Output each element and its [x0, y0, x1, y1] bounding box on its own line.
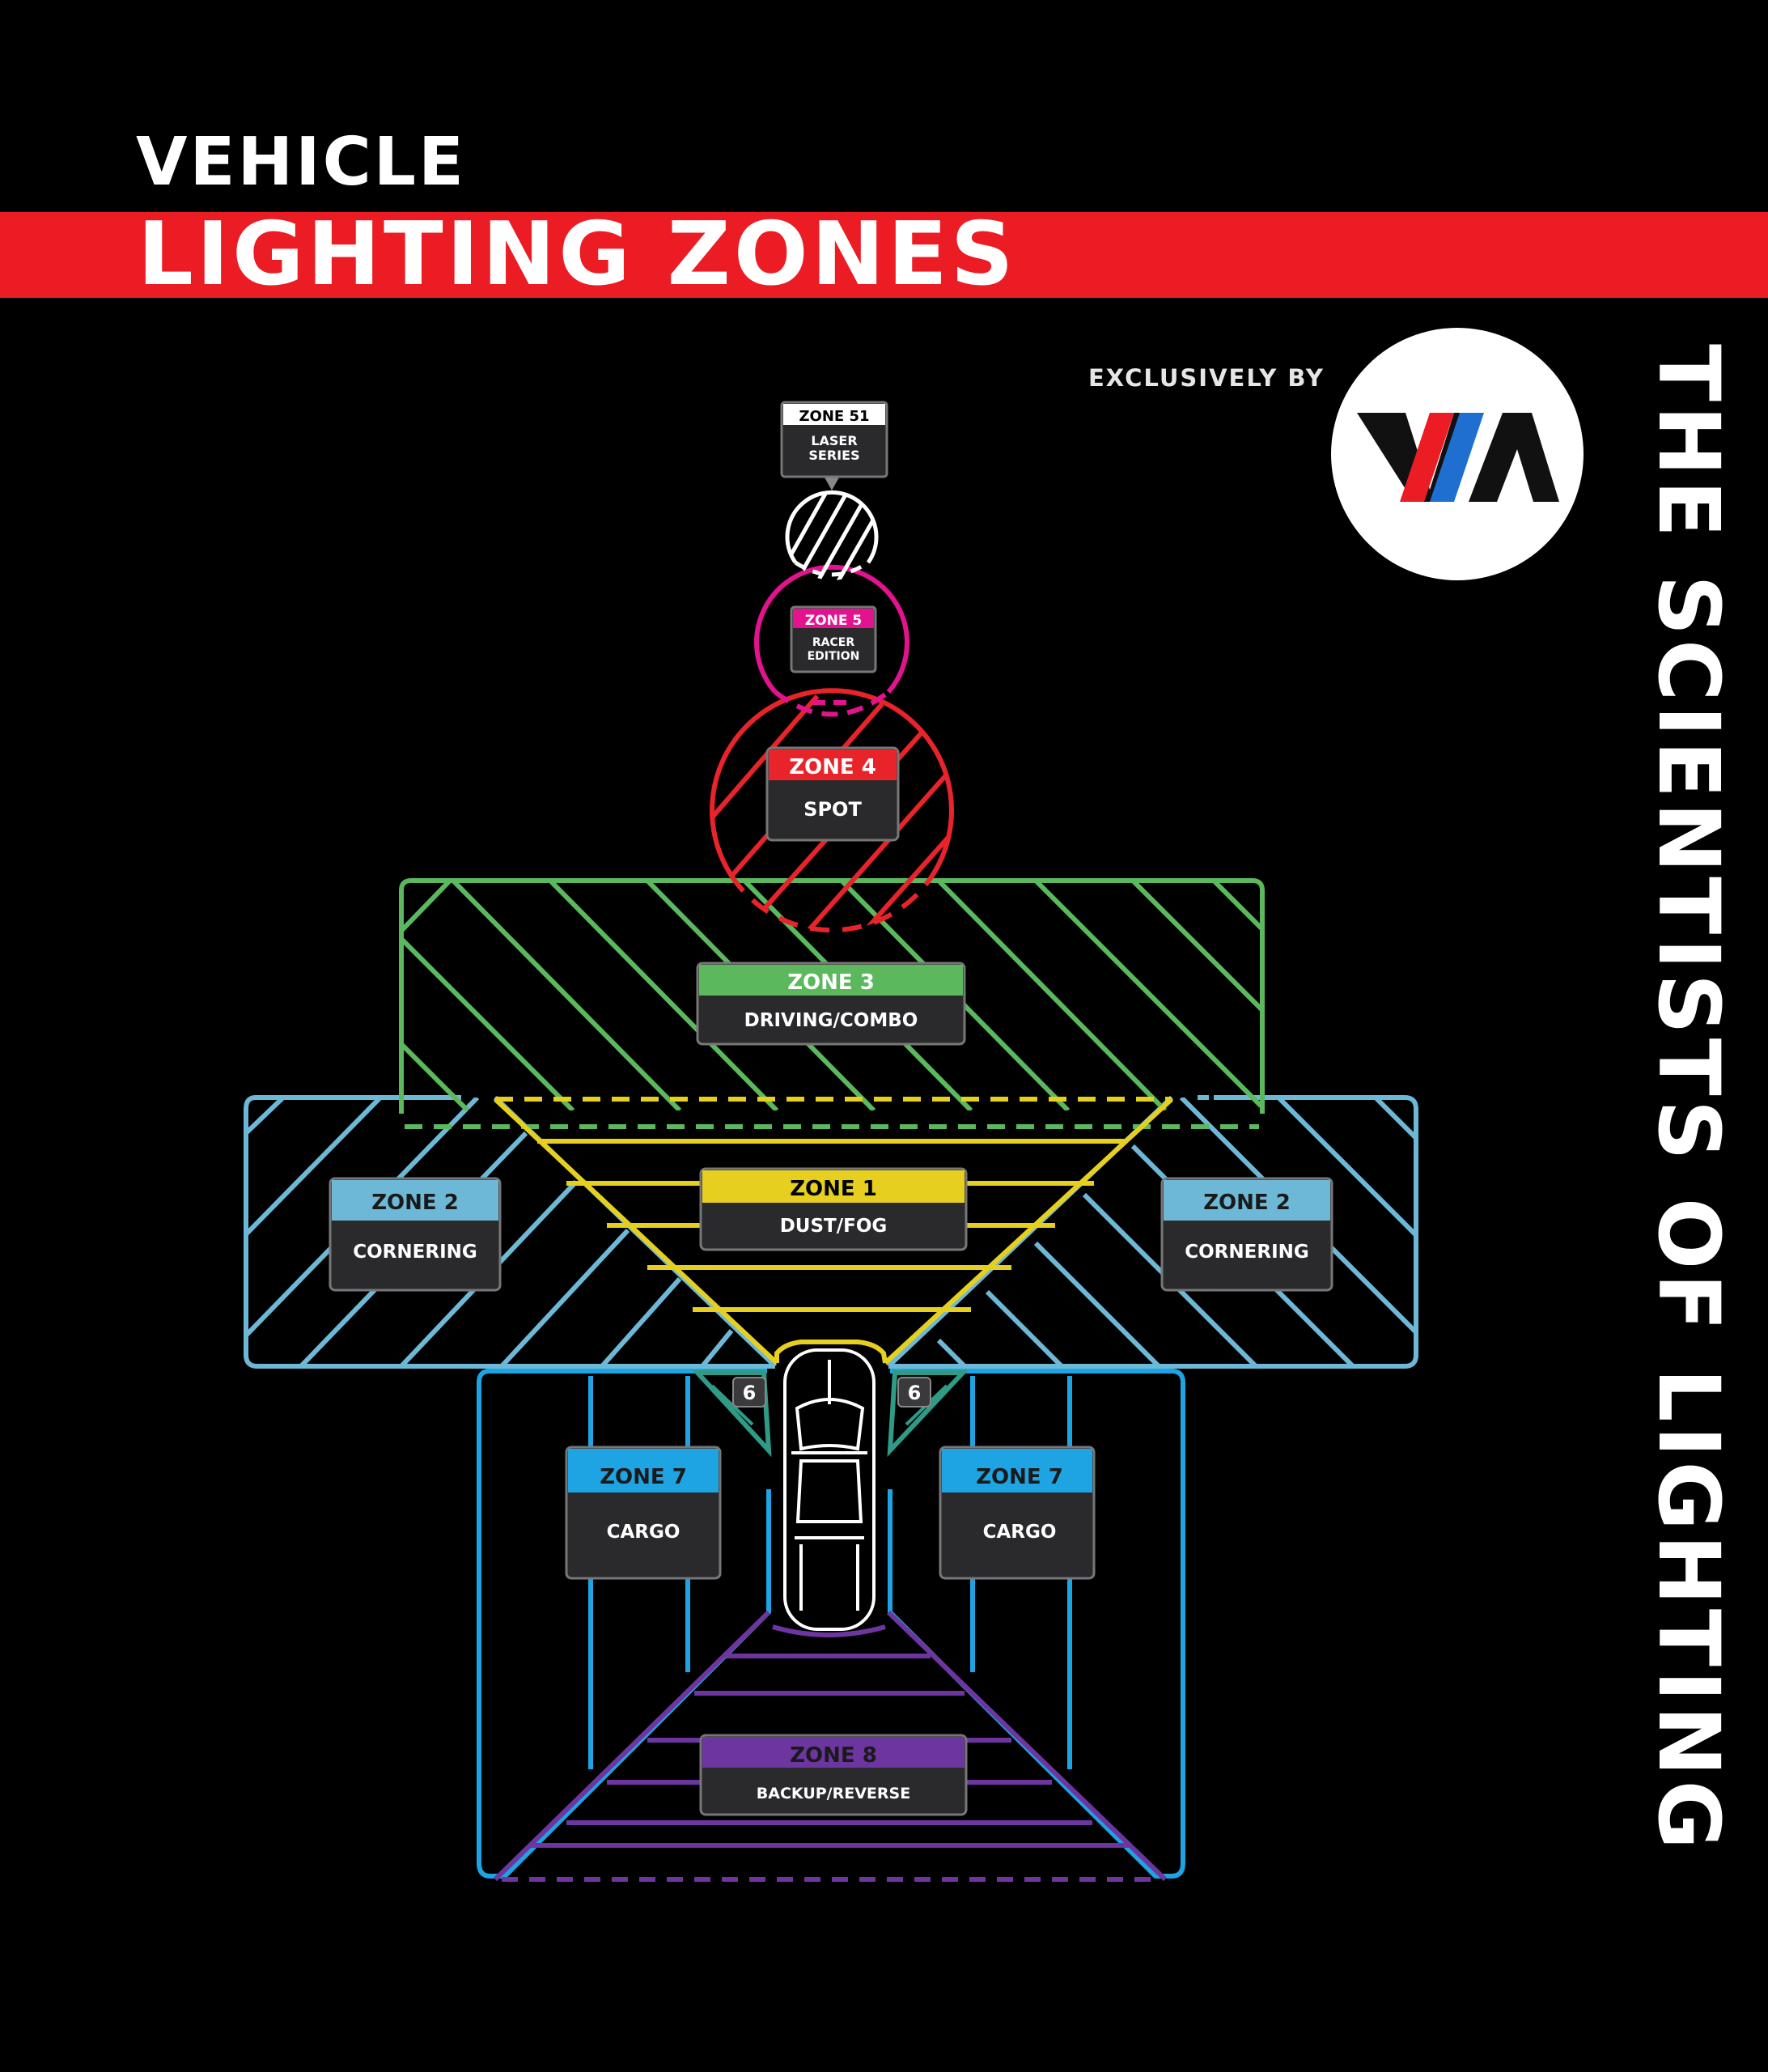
- zone5-label: ZONE 5 RACER EDITION: [790, 605, 877, 673]
- zone51-area: [785, 476, 879, 580]
- zone5-sub-1: RACER: [812, 636, 854, 649]
- zone2-right-title: ZONE 2: [1203, 1191, 1291, 1215]
- zone5-area: [754, 564, 909, 717]
- zone51-title: ZONE 51: [799, 408, 869, 425]
- tagline: THE SCIENTISTS OF LIGHTING: [1639, 344, 1738, 1853]
- zone8-title: ZONE 8: [790, 1743, 877, 1768]
- zone2-right-area: [886, 1095, 1418, 1369]
- zone6-right-title: 6: [908, 1382, 922, 1404]
- zone51-label: ZONE 51 LASER SERIES: [780, 401, 888, 478]
- zone2-right-sub: CORNERING: [1185, 1242, 1309, 1263]
- zone1-sub: DUST/FOG: [780, 1216, 888, 1237]
- zone8-sub: BACKUP/REVERSE: [757, 1785, 910, 1802]
- zone7-left-title: ZONE 7: [600, 1465, 687, 1489]
- zone6-right-label: 6: [897, 1377, 931, 1408]
- zone2-left-sub: CORNERING: [353, 1242, 477, 1263]
- zone7-left-sub: CARGO: [607, 1522, 680, 1543]
- via-logo: VIA: [1331, 328, 1584, 580]
- zone8-area: [493, 1610, 1168, 1882]
- zone3-sub: DRIVING/COMBO: [744, 1010, 918, 1031]
- zone6-left-title: 6: [743, 1382, 757, 1404]
- zone51-sub-1: LASER: [811, 433, 857, 448]
- zone6-left-area: [692, 1370, 772, 1458]
- zone1-title: ZONE 1: [790, 1177, 877, 1201]
- zone2-left-label: ZONE 2 CORNERING: [329, 1177, 502, 1292]
- zone2-right-label: ZONE 2 CORNERING: [1160, 1177, 1333, 1292]
- zone3-label: ZONE 3 DRIVING/COMBO: [696, 962, 966, 1046]
- zone4-sub: SPOT: [803, 798, 862, 821]
- zone51-sub-2: SERIES: [808, 448, 859, 463]
- via-logo-icon: [1357, 413, 1559, 502]
- exclusively-by-text: EXCLUSIVELY BY: [1088, 364, 1325, 392]
- zone2-left-title: ZONE 2: [371, 1191, 459, 1215]
- zone1-label: ZONE 1 DUST/FOG: [699, 1167, 968, 1251]
- title-red-band: [0, 212, 1768, 298]
- zone7-right-title: ZONE 7: [976, 1465, 1063, 1489]
- title-vehicle: VEHICLE: [136, 124, 467, 201]
- zone5-sub-2: EDITION: [808, 650, 860, 663]
- zone4-area: [710, 688, 954, 933]
- zone8-label: ZONE 8 BACKUP/REVERSE: [699, 1734, 968, 1816]
- zone7-right-sub: CARGO: [983, 1522, 1057, 1543]
- zone7-right-label: ZONE 7 CARGO: [939, 1446, 1096, 1580]
- zone7-left-label: ZONE 7 CARGO: [565, 1446, 722, 1580]
- zone3-title: ZONE 3: [787, 970, 875, 995]
- zone4-label: ZONE 4 SPOT: [765, 746, 900, 842]
- zone2-left-area: [244, 1095, 778, 1369]
- zone4-title: ZONE 4: [789, 755, 876, 779]
- vehicle-icon: [783, 1348, 876, 1631]
- zone6-left-label: 6: [732, 1377, 766, 1408]
- title-lighting-zones: LIGHTING ZONES: [138, 204, 1017, 305]
- zone5-title: ZONE 5: [805, 613, 862, 629]
